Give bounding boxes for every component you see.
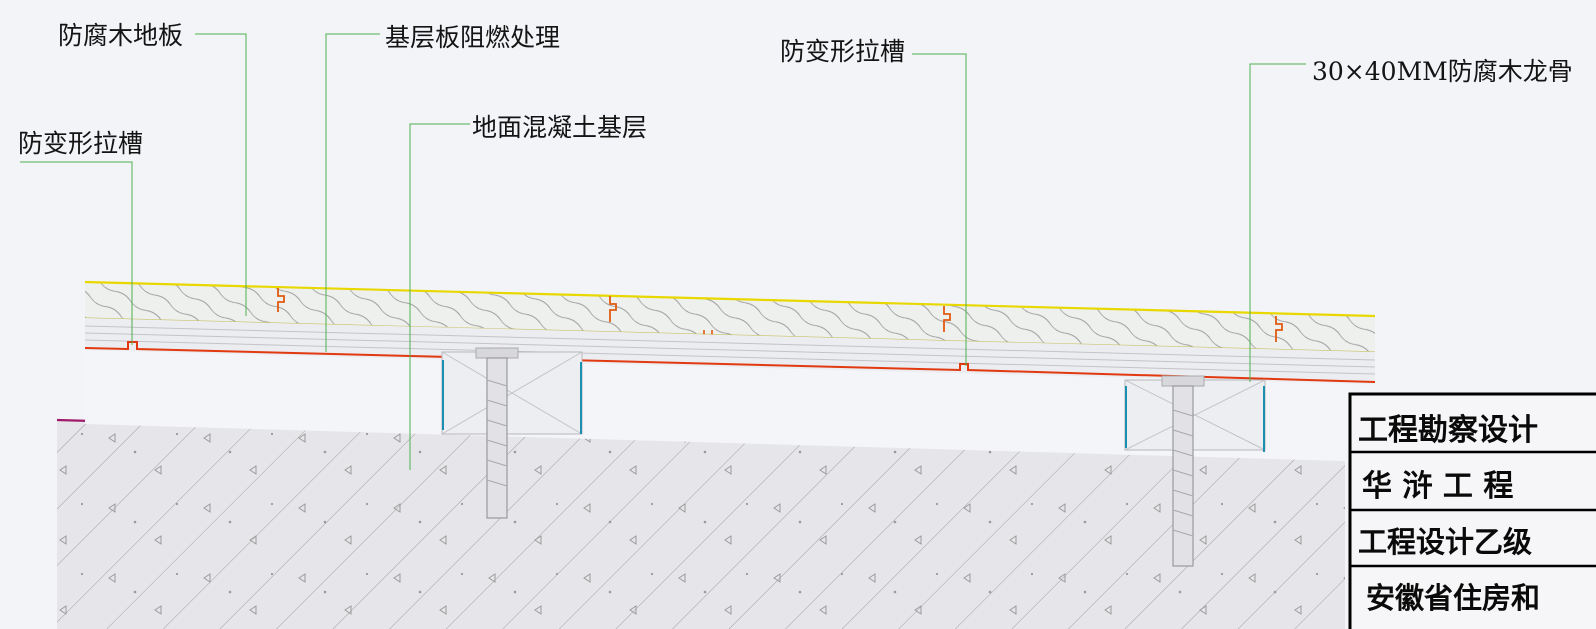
label-concrete: 地面混凝土基层 [472,113,647,142]
title-block: 工程勘察设计 华 浒 工 程 工程设计乙级 安徽省住房和 [1348,392,1596,629]
label-base-board: 基层板阻燃处理 [385,23,560,52]
board-joint [1275,316,1283,342]
keel-assembly-left [441,347,583,519]
leader-concrete [409,123,470,470]
board-joint [277,288,285,312]
title-block-row-4: 安徽省住房和 [1366,581,1540,615]
label-wood-floor: 防腐木地板 [58,21,183,50]
title-block-row-2: 华 浒 工 程 [1362,469,1513,504]
leader-groove-left [20,161,133,345]
board-joint [609,296,617,322]
title-block-row-3: 工程设计乙级 [1358,525,1532,559]
label-keel: 30×40MM防腐木龙骨 [1312,57,1573,86]
label-groove-left: 防变形拉槽 [18,129,143,158]
floor-top-line [84,280,1376,318]
anchor-bolt [486,357,508,519]
board-joint [943,306,951,332]
label-groove-top: 防变形拉槽 [780,37,905,66]
leader-wood-floor [195,33,247,316]
leader-keel [1249,63,1306,382]
leader-groove-top [912,53,967,366]
leader-base-board [325,33,380,352]
title-block-row-1: 工程勘察设计 [1358,413,1538,448]
concrete-base-layer [56,418,1346,629]
leader-lines [20,33,1306,470]
keel-assembly-right [1124,375,1266,567]
